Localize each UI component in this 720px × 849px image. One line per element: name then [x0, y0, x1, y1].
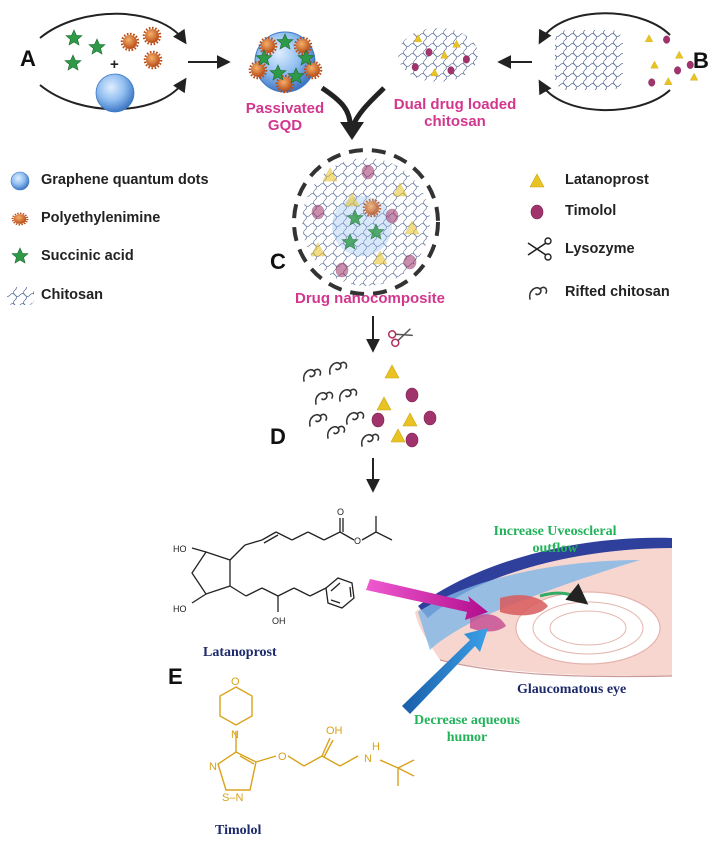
legend-rifted-chitosan-label: Rifted chitosan: [565, 284, 670, 300]
timolol-icon: [530, 204, 544, 220]
legend-succinic-label: Succinic acid: [41, 248, 134, 264]
plus-sign: +: [110, 56, 119, 73]
atom-oh-chain: OH: [272, 616, 286, 626]
released-drugs: [371, 364, 437, 448]
atom-o-ester: O: [354, 536, 361, 546]
legend-lysozyme-label: Lysozyme: [565, 241, 635, 257]
polyethylenimine-icon: [11, 212, 29, 226]
uveoscleral-arrow: [366, 579, 488, 620]
rifted-chitosan-icon: [528, 286, 548, 300]
legend-latanoprost-label: Latanoprost: [565, 172, 649, 188]
atom-ho-top: HO: [173, 544, 187, 554]
latanoprost-name: Latanoprost: [203, 645, 277, 660]
atom-o-ether: O: [278, 751, 287, 763]
chitosan-mesh-icon: [7, 287, 34, 305]
atom-n-morpholine: N: [231, 729, 239, 741]
latanoprost-icon: [529, 173, 545, 188]
succinic-acid-icon: [11, 247, 29, 264]
degraded-chitosan-fragments: [302, 361, 380, 447]
gqd-sphere: [95, 73, 135, 113]
atom-o-morpholine: O: [231, 676, 240, 688]
panel-b-reactants: [555, 30, 699, 90]
drug-nanocomposite-particle: [292, 148, 440, 296]
drug-nanocomposite-label: Drug nanocomposite: [295, 290, 446, 307]
glaucomatous-eye-caption: Glaucomatous eye: [517, 682, 627, 697]
legend-chitosan-label: Chitosan: [41, 287, 104, 303]
panel-b-label: B: [693, 48, 709, 73]
legend-timolol-label: Timolol: [565, 203, 617, 219]
panel-a-reactants: [64, 26, 163, 113]
passivated-gqd-particle: [248, 31, 323, 94]
panel-d-label: D: [270, 424, 286, 449]
legend-graphene-label: Graphene quantum dots: [41, 172, 209, 188]
graphene-qd-icon: [10, 171, 30, 191]
panel-c-label: C: [270, 249, 286, 274]
atom-nh-amine: N: [364, 753, 372, 765]
panel-b-curves: [497, 12, 671, 112]
latanoprost-structure: [191, 516, 393, 612]
panel-a-label: A: [20, 46, 36, 71]
atom-n-ring-top: N: [209, 761, 217, 773]
legend-polyethylenimine-label: Polyethylenimine: [41, 210, 161, 226]
lysozyme-scissors: [387, 328, 413, 348]
increase-uveoscleral-text: Increase Uveoscleral outflow: [493, 524, 617, 556]
atom-ho-bottom: HO: [173, 604, 187, 614]
timolol-structure: [217, 686, 415, 791]
atom-o-carbonyl: O: [337, 507, 344, 517]
decrease-aqueous-text: Decrease aqueous humor: [414, 713, 520, 745]
dual-drug-chitosan-mesh: [398, 28, 478, 82]
atom-h-amine: H: [372, 741, 380, 753]
dual-drug-chitosan-label: Dual drug loaded chitosan: [393, 96, 517, 130]
panel-e-label: E: [168, 664, 183, 689]
timolol-name: Timolol: [215, 823, 262, 838]
atom-s-n-ring: S–N: [222, 792, 243, 804]
scissors-icon: [527, 237, 552, 261]
atom-oh-timolol: OH: [326, 725, 343, 737]
aqueous-humor-arrow: [402, 628, 488, 714]
passivated-gqd-label: Passivated GQD: [245, 100, 325, 134]
